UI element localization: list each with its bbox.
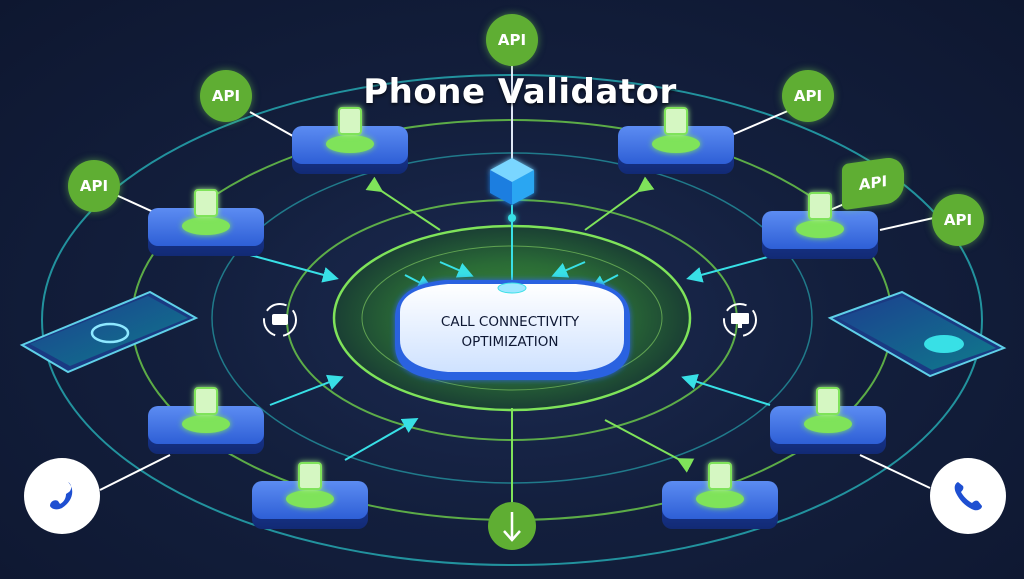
node-right-lower (770, 387, 886, 454)
api-badge-top: API (486, 14, 538, 66)
node-bottom-left (252, 462, 368, 529)
connection-lines (99, 62, 961, 505)
node-top-right (618, 107, 734, 174)
api-badge-right: API (932, 194, 984, 246)
phone-circle-left (24, 458, 100, 534)
smartphone-right (827, 290, 1007, 378)
node-bottom-right (662, 462, 778, 529)
page-title: Phone Validator (363, 72, 677, 112)
sync-chat-icon (263, 303, 297, 337)
node-top-left (292, 107, 408, 174)
phone-handset-icon (50, 482, 73, 510)
phone-circle-right (930, 458, 1006, 534)
download-arrow-icon (488, 502, 536, 550)
api-badge-upper-left: API (200, 70, 252, 122)
center-plate (395, 280, 630, 380)
smartphone-left (19, 290, 199, 374)
center-label-line-2: OPTIMIZATION (461, 334, 559, 350)
phone-handset-icon (954, 482, 982, 511)
api-badge-left: API (68, 160, 120, 212)
node-right-upper (762, 192, 878, 259)
sync-monitor-icon (723, 303, 757, 337)
data-cube-icon (490, 158, 534, 222)
api-badge-upper-right: API (782, 70, 834, 122)
center-label: CALL CONNECTIVITY OPTIMIZATION (420, 312, 600, 352)
center-label-line-1: CALL CONNECTIVITY (440, 314, 580, 330)
node-left-upper (148, 189, 264, 256)
node-left-lower (148, 387, 264, 454)
